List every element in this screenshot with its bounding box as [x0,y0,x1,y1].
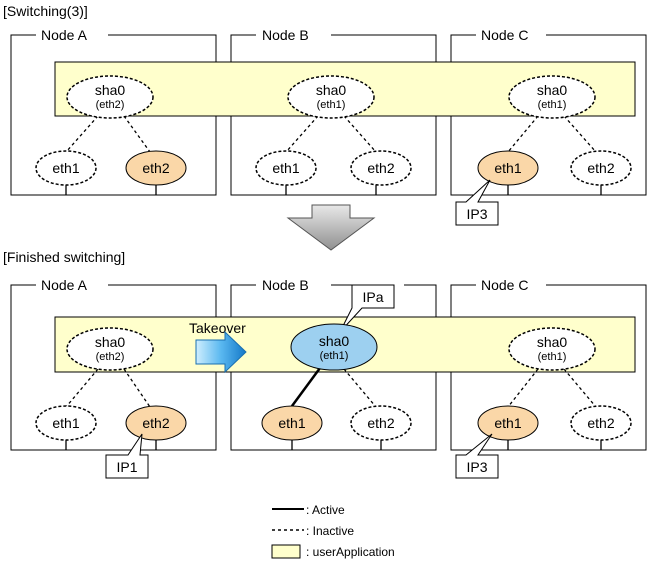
inactive-links-top [65,115,597,153]
transition-arrow-icon [286,204,376,251]
legend-userapp-swatch [271,544,301,559]
nic-b-eth2-bottom: eth2 [350,405,412,441]
svg-text:sha0: sha0 [95,82,126,98]
svg-text:eth1: eth1 [52,160,79,176]
svg-text:(eth1): (eth1) [317,99,346,111]
takeover-label: Takeover [189,320,246,336]
inactive-links-bottom [65,368,597,408]
svg-text:sha0: sha0 [537,82,568,98]
node-b-label-top: Node B [262,27,309,43]
sha0-node-b-top: sha0 (eth1) [287,75,375,119]
svg-text:(eth2): (eth2) [96,99,125,111]
nic-b-eth2-top: eth2 [350,150,412,186]
active-link-node-b [290,367,322,407]
node-box-b-bottom [230,284,437,451]
svg-text:eth1: eth1 [52,415,79,431]
nic-b-eth1-top: eth1 [255,150,317,186]
svg-text:(eth2): (eth2) [96,351,125,363]
sha0-node-a-top: sha0 (eth2) [66,75,154,119]
takeover-arrow-icon [195,330,247,374]
svg-text:eth1: eth1 [272,160,299,176]
svg-text:(eth1): (eth1) [538,351,567,363]
section-title-switching: [Switching(3)] [3,3,88,19]
sha0-node-a-bottom: sha0 (eth2) [66,327,154,371]
ip1-callout-bottom: IP1 [105,433,149,479]
nic-stubs-top [65,185,602,195]
nic-a-eth1-top: eth1 [35,150,97,186]
ip3-callout-top: IP3 [455,179,499,226]
nic-c-eth2-top: eth2 [570,150,632,186]
nic-a-eth2-bottom: eth2 [125,405,187,441]
nic-b-eth1-bottom: eth1 [261,405,323,441]
sha0-node-b-bottom-active: sha0 (eth1) [290,323,378,371]
section-title-finished: [Finished switching] [3,249,125,265]
node-box-b-top [230,34,437,196]
node-box-c-top [450,34,647,196]
legend-inactive-label: : Inactive [306,524,354,538]
nic-a-eth1-bottom: eth1 [35,405,97,441]
node-box-a-bottom [10,284,217,451]
svg-text:(eth1): (eth1) [538,99,567,111]
svg-text:IP3: IP3 [466,459,487,475]
node-box-c-bottom [450,284,647,451]
node-b-label-bottom: Node B [262,277,309,293]
svg-text:eth2: eth2 [142,160,169,176]
svg-text:sha0: sha0 [319,333,350,349]
nic-a-eth2-top: eth2 [125,150,187,186]
node-a-label-bottom: Node A [41,277,88,293]
nic-stubs-bottom [65,440,602,450]
svg-text:eth2: eth2 [367,160,394,176]
legend-active-label: : Active [306,503,345,517]
svg-text:eth2: eth2 [587,415,614,431]
nic-c-eth1-bottom: eth1 [477,405,539,441]
svg-text:eth1: eth1 [494,160,521,176]
svg-text:(eth1): (eth1) [320,350,349,362]
nic-c-eth2-bottom: eth2 [570,405,632,441]
svg-text:sha0: sha0 [95,334,126,350]
node-box-a-top [10,34,217,196]
svg-text:IPa: IPa [362,289,383,305]
svg-text:IP3: IP3 [466,206,487,222]
svg-text:eth2: eth2 [367,415,394,431]
svg-text:eth2: eth2 [587,160,614,176]
svg-text:eth1: eth1 [494,415,521,431]
svg-text:IP1: IP1 [116,459,137,475]
sha0-node-c-top: sha0 (eth1) [508,75,596,119]
nic-c-eth1-top: eth1 [477,150,539,186]
ip3-callout-bottom: IP3 [455,433,499,479]
svg-text:sha0: sha0 [316,82,347,98]
svg-text:eth2: eth2 [142,415,169,431]
ipa-callout-bottom: IPa [339,284,395,333]
sha0-node-c-bottom: sha0 (eth1) [508,327,596,371]
svg-text:eth1: eth1 [278,415,305,431]
legend: : Active : Inactive : userApplication [271,503,395,559]
legend-userapp-label: : userApplication [306,545,395,559]
node-c-label-top: Node C [481,27,528,43]
node-c-label-bottom: Node C [481,277,528,293]
node-a-label-top: Node A [41,27,88,43]
svg-text:sha0: sha0 [537,334,568,350]
